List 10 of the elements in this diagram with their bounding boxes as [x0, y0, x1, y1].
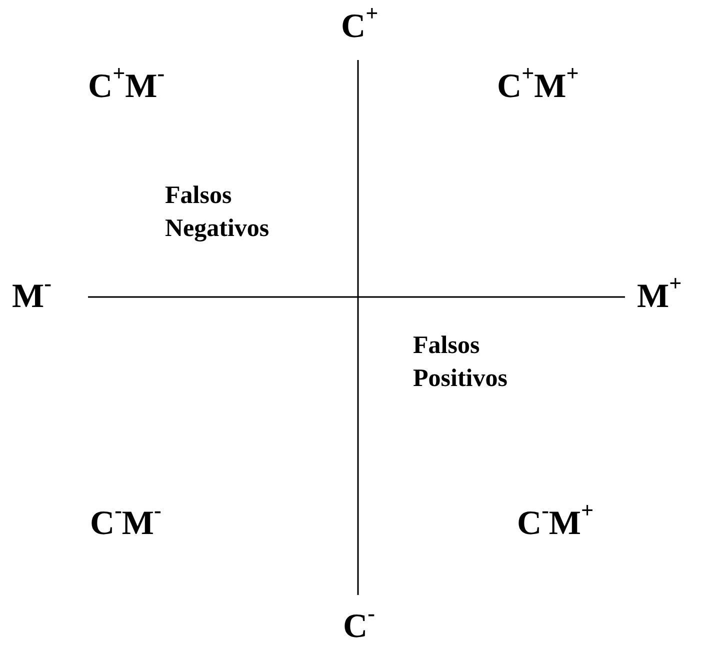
quadrant-label: C$^{+}$M$^{+}$	[497, 68, 579, 106]
axis-end-label: C$^{-}$	[343, 608, 375, 646]
quadrant-note: Falsos Negativos	[165, 181, 270, 244]
axis-end-label: C$^{+}$	[341, 8, 378, 46]
quadrant-label: C$^{-}$M$^{-}$	[90, 505, 162, 542]
quadrant-label: C$^{-}$M$^{+}$	[517, 505, 594, 542]
quadrant-note: Falsos Positivos	[413, 331, 508, 394]
axis-end-label: M$^{-}$	[12, 278, 52, 316]
axis-end-label: M$^{+}$	[637, 278, 682, 316]
quadrant-label: C$^{+}$M$^{-}$	[88, 68, 165, 106]
